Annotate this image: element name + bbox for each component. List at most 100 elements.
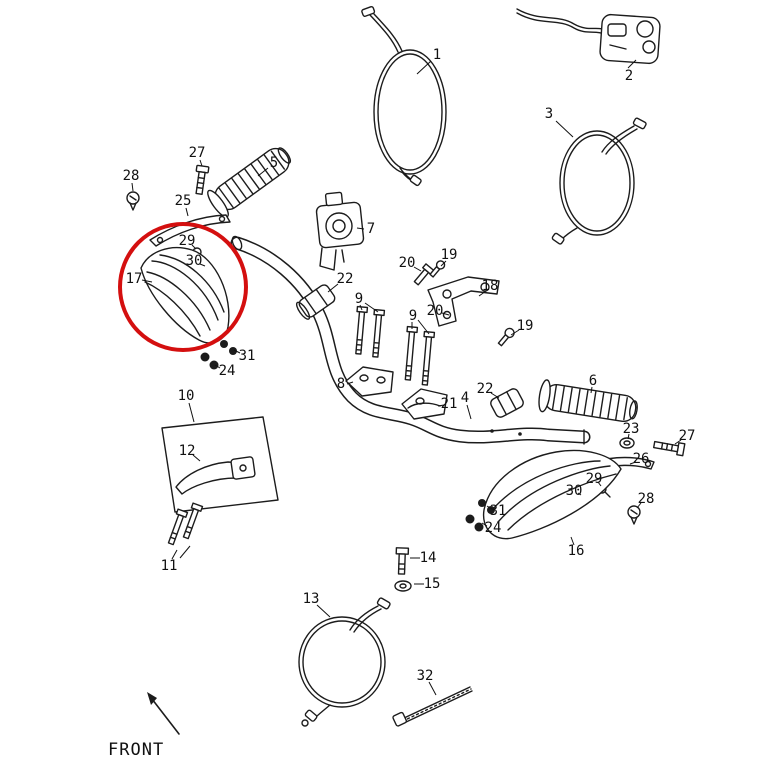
leader-line-part-18 (478, 290, 487, 297)
part-9-bolts-b (404, 325, 436, 386)
leader-line-part-23 (627, 433, 630, 440)
part-label-31: 31 (490, 503, 507, 519)
part-label-31: 31 (239, 348, 256, 364)
part-label-19: 19 (517, 318, 534, 334)
front-label: FRONT (108, 740, 164, 760)
part-27-left-bolt (195, 164, 210, 195)
leader-line-part-4 (466, 404, 472, 420)
part-label-28: 28 (638, 491, 655, 507)
part-label-21: 21 (441, 396, 458, 412)
leader-line-part-31 (233, 349, 241, 354)
part-2-switch-assembly (516, 8, 661, 65)
part-6-right-grip (538, 379, 638, 423)
part-label-15: 15 (424, 576, 441, 592)
part-label-23: 23 (623, 421, 640, 437)
leader-line-part-28 (636, 502, 642, 509)
leader-line-part-29 (191, 244, 197, 250)
leader-line-part-22 (490, 392, 500, 399)
part-label-17: 17 (126, 271, 143, 287)
leader-line-part-17 (141, 279, 153, 283)
leader-line-part-24 (214, 364, 221, 369)
part-label-4: 4 (461, 390, 469, 406)
part-7-throttle-housing (315, 191, 365, 271)
part-23-ring (619, 437, 635, 449)
leader-line-part-30 (577, 492, 582, 496)
part-19-bolt-a (429, 260, 446, 278)
part-label-11: 11 (161, 558, 178, 574)
front-arrow (147, 692, 180, 735)
leader-line-part-27 (674, 439, 682, 445)
part-label-13: 13 (303, 591, 320, 607)
leader-line-part-19 (440, 260, 447, 267)
leader-line-part-13 (316, 604, 331, 618)
part-label-27: 27 (679, 428, 696, 444)
part-label-30: 30 (566, 483, 583, 499)
leader-line-part-11 (179, 545, 191, 559)
leader-line-part-20 (413, 266, 422, 272)
part-27-right-bolt (652, 440, 686, 457)
part-16-right-handguard (482, 449, 622, 540)
leader-line-part-9 (364, 302, 379, 313)
part-label-7: 7 (367, 221, 375, 237)
leader-line-part-9 (417, 319, 430, 335)
part-label-3: 3 (545, 106, 553, 122)
leader-line-part-26 (629, 461, 637, 465)
part-label-30: 30 (186, 253, 203, 269)
part-label-20: 20 (399, 255, 416, 271)
part-9-bolts-a (355, 305, 386, 358)
leader-line-part-6 (590, 386, 593, 394)
part-label-19: 19 (441, 247, 458, 263)
leader-line-part-22 (327, 283, 339, 293)
part-label-29: 29 (586, 471, 603, 487)
part-4-handlebar (230, 235, 591, 445)
part-12-brake-lever (175, 456, 256, 495)
part-label-24: 24 (219, 363, 236, 379)
leader-line-part-19 (510, 329, 520, 336)
part-label-1: 1 (433, 47, 441, 63)
leader-line-part-24 (481, 522, 488, 527)
part-32-cable-tie (392, 686, 473, 727)
leader-line-part-1 (416, 60, 432, 75)
part-5-left-grip (207, 147, 292, 218)
leader-line-part-20 (441, 312, 450, 316)
leader-line-part-11 (171, 549, 178, 560)
part-label-22: 22 (337, 271, 354, 287)
part-8-clamp-lower (345, 366, 394, 397)
leader-line-part-21 (437, 404, 445, 407)
leader-line-part-7 (356, 227, 365, 230)
part-31-right-caps (478, 499, 495, 514)
part-label-14: 14 (420, 550, 437, 566)
part-label-16: 16 (568, 543, 585, 559)
part-label-26: 26 (633, 451, 650, 467)
part-label-25: 25 (175, 193, 192, 209)
part-28-left-screw (126, 191, 140, 211)
part-17-left-handguard (140, 246, 230, 344)
part-label-5: 5 (270, 155, 278, 171)
part-19-bolt-b (497, 327, 515, 347)
leader-line-part-30 (199, 263, 206, 267)
leader-line-part-2 (627, 59, 637, 69)
part-label-12: 12 (179, 443, 196, 459)
leader-line-part-10 (188, 402, 195, 423)
part-label-20: 20 (427, 303, 444, 319)
leader-line-part-32 (428, 681, 437, 696)
highlight-circle-part-17 (118, 222, 248, 352)
part-24-right-caps (465, 514, 484, 532)
leader-line-part-9 (359, 304, 363, 311)
part-label-24: 24 (485, 520, 502, 536)
part-13-cable (298, 597, 391, 727)
part-label-10: 10 (178, 388, 195, 404)
leader-line-part-5 (257, 167, 269, 177)
part-3-cable (551, 117, 647, 245)
part-24-left-caps (200, 352, 219, 370)
leader-line-part-8 (346, 381, 354, 385)
leader-line-part-25 (185, 207, 189, 217)
part-31-left-caps (220, 340, 237, 355)
part-label-2: 2 (625, 68, 633, 84)
part-15-washer (394, 580, 412, 592)
part-label-27: 27 (189, 145, 206, 161)
part-28-right-screw (627, 505, 641, 525)
